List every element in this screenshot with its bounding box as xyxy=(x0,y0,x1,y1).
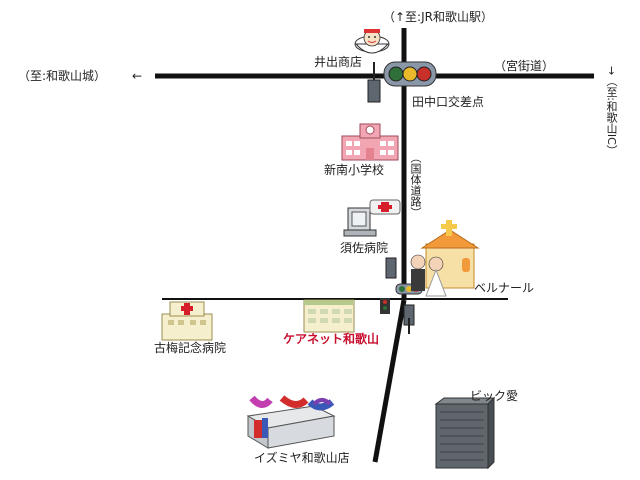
ramen-shop-icon xyxy=(354,29,390,54)
label-ide-shoten: 井出商店 xyxy=(314,55,363,69)
arrow-left: ← xyxy=(132,69,143,83)
label-shinnan-school: 新南小学校 xyxy=(324,163,385,177)
label-bellnard: ベルナール xyxy=(474,281,535,295)
label-to-wakayama-castle: （至:和歌山城） xyxy=(18,69,107,83)
traffic-light-icon xyxy=(383,61,437,87)
label-miyakaido: （宮街道） xyxy=(494,59,555,73)
chapel-icon xyxy=(420,220,480,289)
wedding-couple-icon xyxy=(410,254,447,297)
bus-stop-icon xyxy=(385,257,415,334)
school-icon xyxy=(341,123,399,161)
label-tanakaguchi: 田中口交差点 xyxy=(412,95,485,109)
label-big-ai: ビック愛 xyxy=(470,389,519,403)
care-facility-icon xyxy=(303,299,355,333)
bus-stop-icon xyxy=(367,62,381,103)
label-to-wakayama-ic: →（至:和歌山IC） xyxy=(605,66,618,156)
road-kokutai-south xyxy=(372,299,407,463)
office-building-icon xyxy=(434,396,496,470)
label-koume-hospital: 古梅記念病院 xyxy=(154,341,227,355)
label-kokutai-road: （国体道路） xyxy=(409,152,422,218)
shopping-mall-icon xyxy=(246,395,336,449)
label-izumiya: イズミヤ和歌山店 xyxy=(254,451,350,465)
hospital-icon xyxy=(161,301,213,341)
label-to-jr-station: （↑至:JR和歌山駅） xyxy=(383,10,493,24)
label-susa-hospital: 須佐病院 xyxy=(340,241,389,255)
hospital-icon xyxy=(343,199,401,237)
label-carenet: ケアネット和歌山 xyxy=(283,332,380,346)
